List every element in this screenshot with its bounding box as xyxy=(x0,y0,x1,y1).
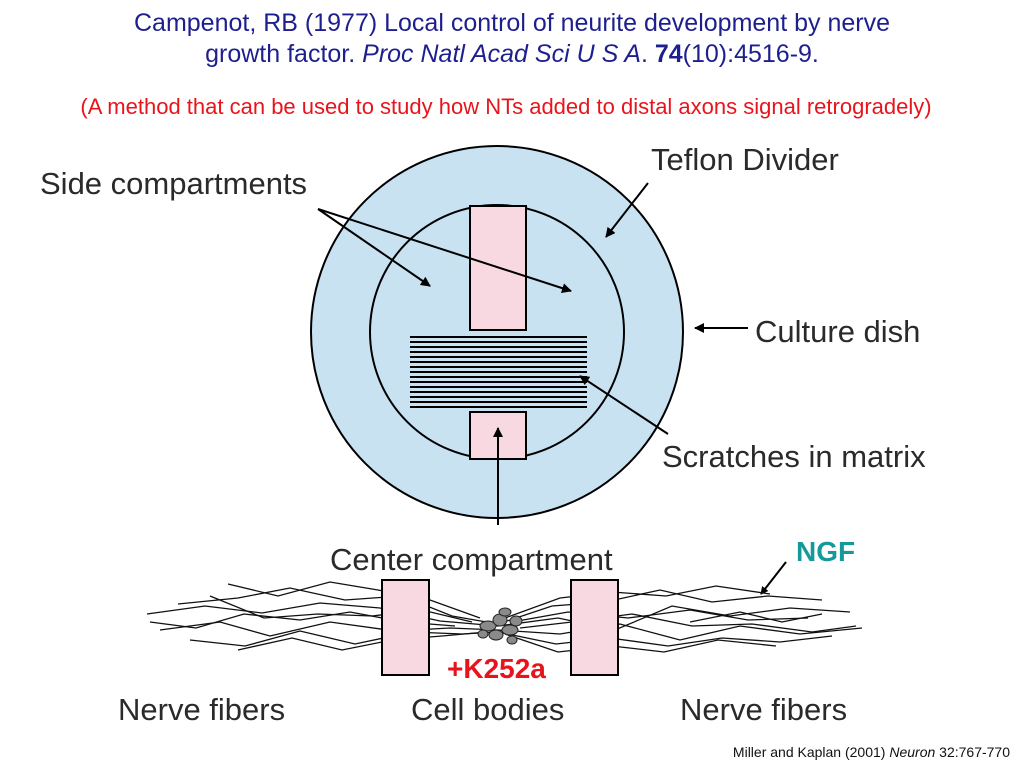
matrix-scratches xyxy=(410,336,587,408)
label-cell-bodies: Cell bodies xyxy=(411,692,564,727)
citation-pages: (10):4516-9. xyxy=(682,40,819,68)
footer-authors: Miller and Kaplan (2001) xyxy=(732,744,890,760)
label-scratches-in-matrix: Scratches in matrix xyxy=(662,439,926,474)
label-k252a: +K252a xyxy=(447,653,546,684)
citation-volume: 74 xyxy=(654,40,683,68)
citation-line-1: Campenot, RB (1977) Local control of neu… xyxy=(134,9,890,37)
arrow-side-right xyxy=(317,208,572,293)
citation-journal: Proc Natl Acad Sci U S A xyxy=(362,40,641,68)
arrow-ngf xyxy=(760,561,787,595)
label-ngf: NGF xyxy=(796,536,855,567)
arrow-side-left xyxy=(317,208,431,287)
citation-separator: . xyxy=(640,40,655,68)
label-nerve-fibers-right: Nerve fibers xyxy=(680,692,847,727)
citation-title-end: growth factor. xyxy=(205,40,363,68)
label-nerve-fibers-left: Nerve fibers xyxy=(118,692,285,727)
label-center-compartment: Center compartment xyxy=(330,542,613,577)
nerve-fibers xyxy=(146,581,863,653)
pointer-arrows xyxy=(317,182,787,595)
subtitle: (A method that can be used to study how … xyxy=(80,94,932,119)
divider-block-right xyxy=(570,579,619,676)
arrow-scratches xyxy=(579,375,669,435)
footer-reference: Miller and Kaplan (2001) Neuron 32:767-7… xyxy=(733,744,1010,760)
citation: Campenot, RB (1977) Local control of neu… xyxy=(0,8,1024,70)
citation-line-2: growth factor. Proc Natl Acad Sci U S A.… xyxy=(0,39,1024,70)
label-side-compartments: Side compartments xyxy=(40,166,307,201)
label-teflon-divider: Teflon Divider xyxy=(651,142,839,177)
cell-bodies-cluster xyxy=(477,607,523,645)
footer-ref: 32:767-770 xyxy=(935,744,1010,760)
arrow-teflon-divider xyxy=(605,182,649,238)
divider-block-left xyxy=(381,579,430,676)
label-culture-dish: Culture dish xyxy=(755,314,920,349)
footer-journal: Neuron xyxy=(889,744,936,760)
